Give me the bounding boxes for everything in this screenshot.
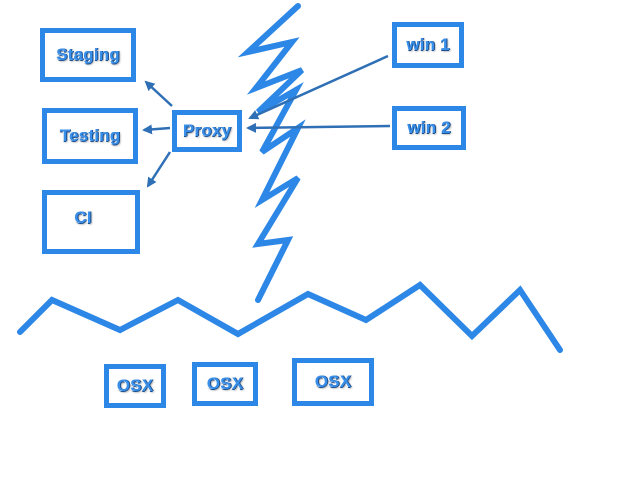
node-win2: win 2	[392, 106, 466, 150]
arrow-proxy-to-ci	[146, 151, 172, 188]
arrow-win1-to-proxy	[248, 54, 389, 120]
node-staging-label: Staging	[56, 45, 120, 64]
arrow-win2-to-proxy	[246, 122, 391, 133]
node-ci-label: CI	[74, 208, 92, 227]
node-proxy-label: Proxy	[182, 121, 232, 140]
zigzag-boundary-line	[17, 281, 563, 353]
node-testing: Testing	[42, 108, 138, 164]
node-osx-2-label: OSX	[206, 374, 244, 393]
arrow-proxy-to-testing	[142, 124, 171, 135]
node-osx-1: OSX	[104, 364, 166, 408]
node-osx-1-label: OSX	[116, 376, 154, 395]
node-win1-label: win 1	[406, 35, 450, 54]
lightning-bolt-line	[237, 3, 306, 303]
node-osx-3-label: OSX	[314, 372, 352, 391]
node-win2-label: win 2	[407, 118, 451, 137]
node-win1: win 1	[392, 22, 464, 68]
arrow-proxy-to-staging	[144, 80, 173, 107]
node-ci: CI	[42, 190, 140, 254]
node-osx-2: OSX	[192, 362, 258, 406]
node-staging: Staging	[40, 28, 136, 82]
node-proxy: Proxy	[172, 110, 242, 152]
node-osx-3: OSX	[292, 358, 374, 406]
node-testing-label: Testing	[59, 126, 121, 145]
